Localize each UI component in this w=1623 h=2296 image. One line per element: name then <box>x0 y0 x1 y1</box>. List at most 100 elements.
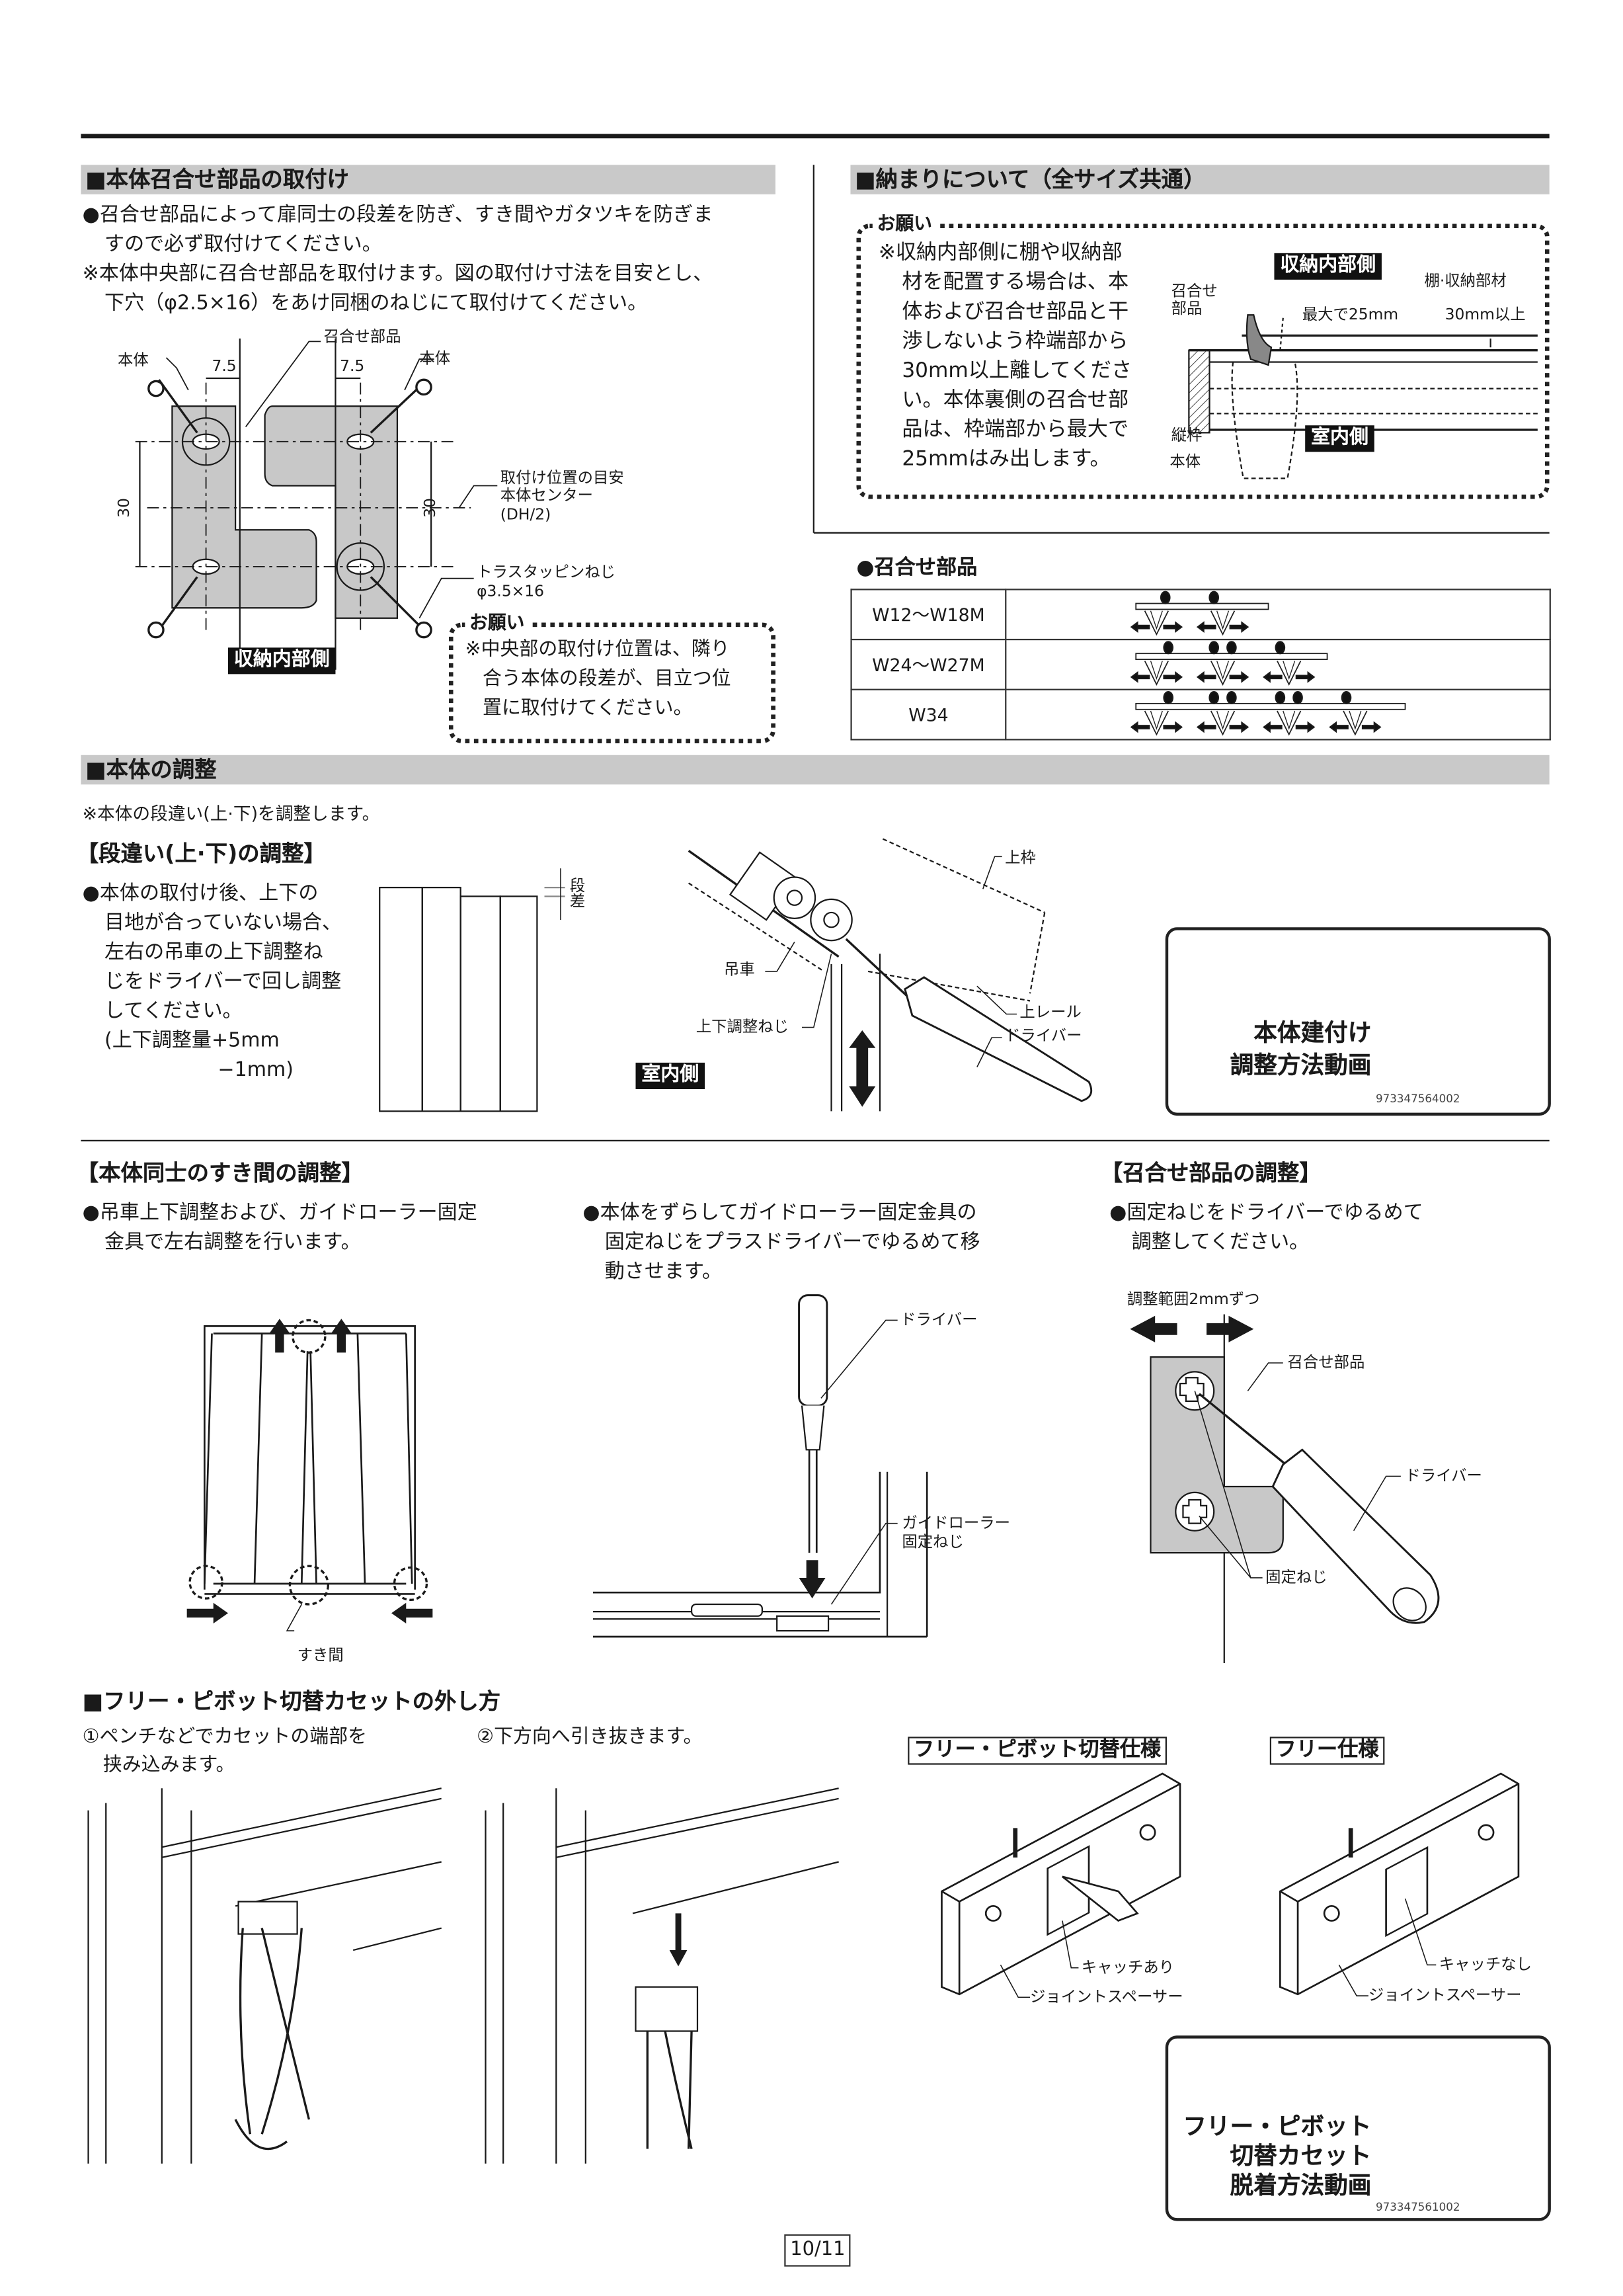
caution-box: お願い ※中央部の取付け位置は、隣り 合う本体の段差が、目立つ位 置に取付けてく… <box>448 610 775 743</box>
dim-vertical-right: 30 <box>422 497 440 518</box>
attach-text-line: ●召合せ部品によって扉同士の段差を防ぎ、すき間やガタツキを防ぎま <box>82 203 713 227</box>
cassette-part-b <box>1279 1772 1520 1996</box>
qr-code-number: 973347564002 <box>1376 1092 1460 1106</box>
qr-card-title: 脱着方法動画 <box>1230 2170 1372 2199</box>
part-shape <box>1246 314 1273 366</box>
spacer-label: ジョイントスペーサー <box>1368 1987 1522 2005</box>
part-label: 召合せ <box>1171 282 1218 301</box>
section-title: ■本体の調整 <box>85 757 217 784</box>
step-panels-figure <box>379 868 565 1112</box>
label-part: 召合せ部品 <box>323 328 401 347</box>
part-adjust-figure <box>1130 1314 1440 1664</box>
rail-label: 上レール <box>1019 1003 1082 1022</box>
attach-text-line: ※本体中央部に召合せ部品を取付けます。図の取付け寸法を目安とし、 <box>82 262 713 286</box>
arrow-up-icon <box>331 1319 352 1353</box>
diagram-cell <box>1005 638 1551 690</box>
qr-card-title: 本体建付け <box>1253 1018 1372 1047</box>
page-number: 10/11 <box>784 2234 851 2267</box>
caution-title: お願い <box>465 610 530 635</box>
cassette-step2-figure <box>485 1787 839 2164</box>
fit-caution-line: 材を配置する場合は、本 <box>902 270 1129 295</box>
part-adjust-line: ●固定ねじをドライバーでゆるめて <box>1109 1201 1423 1225</box>
fit-caution-line: 30mm以上離してくださ <box>902 359 1132 383</box>
diagram-cell <box>1005 589 1551 641</box>
driver-handle <box>904 976 1093 1102</box>
fit-caution-line: 25mmはみ出します。 <box>902 447 1111 472</box>
attach-text-line: すので必ず取付けてください。 <box>104 232 382 257</box>
diagram-cell <box>1005 688 1551 741</box>
size-cell: W34 <box>850 688 1007 741</box>
cassette-step1-figure <box>87 1787 442 2164</box>
arrow-left-icon <box>391 1602 433 1623</box>
caution-line: 置に取付けてください。 <box>483 697 693 720</box>
guide-roller-figure <box>592 1294 928 1638</box>
section-header-fit: ■納まりについて（全サイズ共通） <box>850 165 1550 194</box>
adjust-note: ※本体の段違い(上·下)を調整します。 <box>82 803 380 825</box>
step-line: ●本体の取付け後、上下の <box>82 882 319 905</box>
up-down-arrow-icon <box>849 1030 876 1107</box>
parts-table: W12〜W18M W24〜W27M W34 <box>850 589 1551 741</box>
fit-caution-line: 品は、枠端部から最大で <box>902 418 1129 442</box>
qr-card-title: フリー・ピボット <box>1183 2112 1372 2141</box>
fit-caution-line: 体および召合せ部品と干 <box>902 300 1129 324</box>
parts-table-title: ●召合せ部品 <box>856 556 978 580</box>
hanger-label: 吊車 <box>724 961 755 979</box>
qr-card-adjust[interactable]: 本体建付け 調整方法動画 973347564002 <box>1165 927 1551 1116</box>
spec-b-title: フリー仕様 <box>1269 1737 1385 1765</box>
part-label: 部品 <box>1171 300 1203 318</box>
pliers-icon <box>234 1928 311 2151</box>
step-line: (上下調整量+5mm <box>104 1028 280 1053</box>
driver-handle <box>1271 1448 1440 1624</box>
roller-screw-label: ガイドローラー <box>902 1514 1010 1532</box>
qr-card-title: 調整方法動画 <box>1230 1051 1372 1079</box>
step-line: じをドライバーで回し調整 <box>104 969 342 994</box>
part-adjust-line: 調整してください。 <box>1131 1230 1310 1254</box>
gap-line: 固定ねじをプラスドライバーでゆるめて移 <box>604 1230 980 1254</box>
catch-label: キャッチあり <box>1081 1959 1175 1977</box>
screw-label: 固定ねじ <box>1265 1569 1327 1587</box>
guide-label: (DH/2) <box>500 506 551 524</box>
fit-caution-line: ※収納内部側に棚や収納部 <box>878 241 1123 265</box>
guide-label: 取付け位置の目安 <box>500 469 624 487</box>
screw-icon <box>147 576 198 639</box>
qr-code-number: 973347561002 <box>1376 2200 1460 2214</box>
driver-label: ドライバー <box>1405 1467 1482 1485</box>
step-line: −1mm) <box>218 1058 294 1082</box>
roller-figure <box>688 838 1093 1112</box>
screw-label: 上下調整ねじ <box>695 1018 789 1036</box>
cassette-part-a <box>941 1772 1181 1998</box>
min-label: 30mm以上 <box>1445 306 1526 324</box>
arrow-left-icon <box>1130 1315 1177 1342</box>
arrow-down-icon <box>669 1913 688 1967</box>
screw-icon <box>370 576 432 639</box>
caution-line: 合う本体の段差が、目立つ位 <box>483 668 731 690</box>
fit-caution-box: お願い <box>856 212 1550 499</box>
gap-line: ●吊車上下調整および、ガイドローラー固定 <box>82 1201 477 1225</box>
gap-label: すき間 <box>297 1647 344 1665</box>
fit-caution-line: 渉しないよう枠端部から <box>902 329 1128 354</box>
screw-icon <box>147 379 198 434</box>
fit-figure <box>1188 314 1538 479</box>
caution-title: お願い <box>872 212 937 236</box>
table-row: W24〜W27M <box>850 638 1551 690</box>
cassette-title: ■フリー・ピボット切替カセットの外し方 <box>82 1688 501 1715</box>
cassette-step: ②下方向へ引き抜きます。 <box>477 1726 703 1749</box>
inner-side-badge: 収納内部側 <box>227 647 336 675</box>
size-cell: W24〜W27M <box>850 638 1007 690</box>
left-body-plate <box>171 405 317 609</box>
part-label: 召合せ部品 <box>1287 1354 1365 1372</box>
mounting-figure <box>135 338 498 670</box>
gap-title: 【本体同士のすき間の調整】 <box>76 1159 364 1186</box>
driver-shaft <box>1198 1393 1296 1473</box>
top-rule <box>81 134 1550 139</box>
label-body-right: 本体 <box>419 350 451 368</box>
gap-line: 動させます。 <box>604 1260 723 1284</box>
part-adjust-title: 【召合せ部品の調整】 <box>1100 1159 1322 1186</box>
spacer-label: ジョイントスペーサー <box>1029 1988 1183 2006</box>
section-header-attach: ■本体召合せ部品の取付け <box>81 165 775 194</box>
room-side-badge: 室内側 <box>1305 425 1374 452</box>
catch-label: キャッチなし <box>1439 1955 1532 1974</box>
qr-card-cassette[interactable]: フリー・ピボット 切替カセット 脱着方法動画 973347561002 <box>1165 2035 1551 2221</box>
wheel <box>810 898 853 942</box>
